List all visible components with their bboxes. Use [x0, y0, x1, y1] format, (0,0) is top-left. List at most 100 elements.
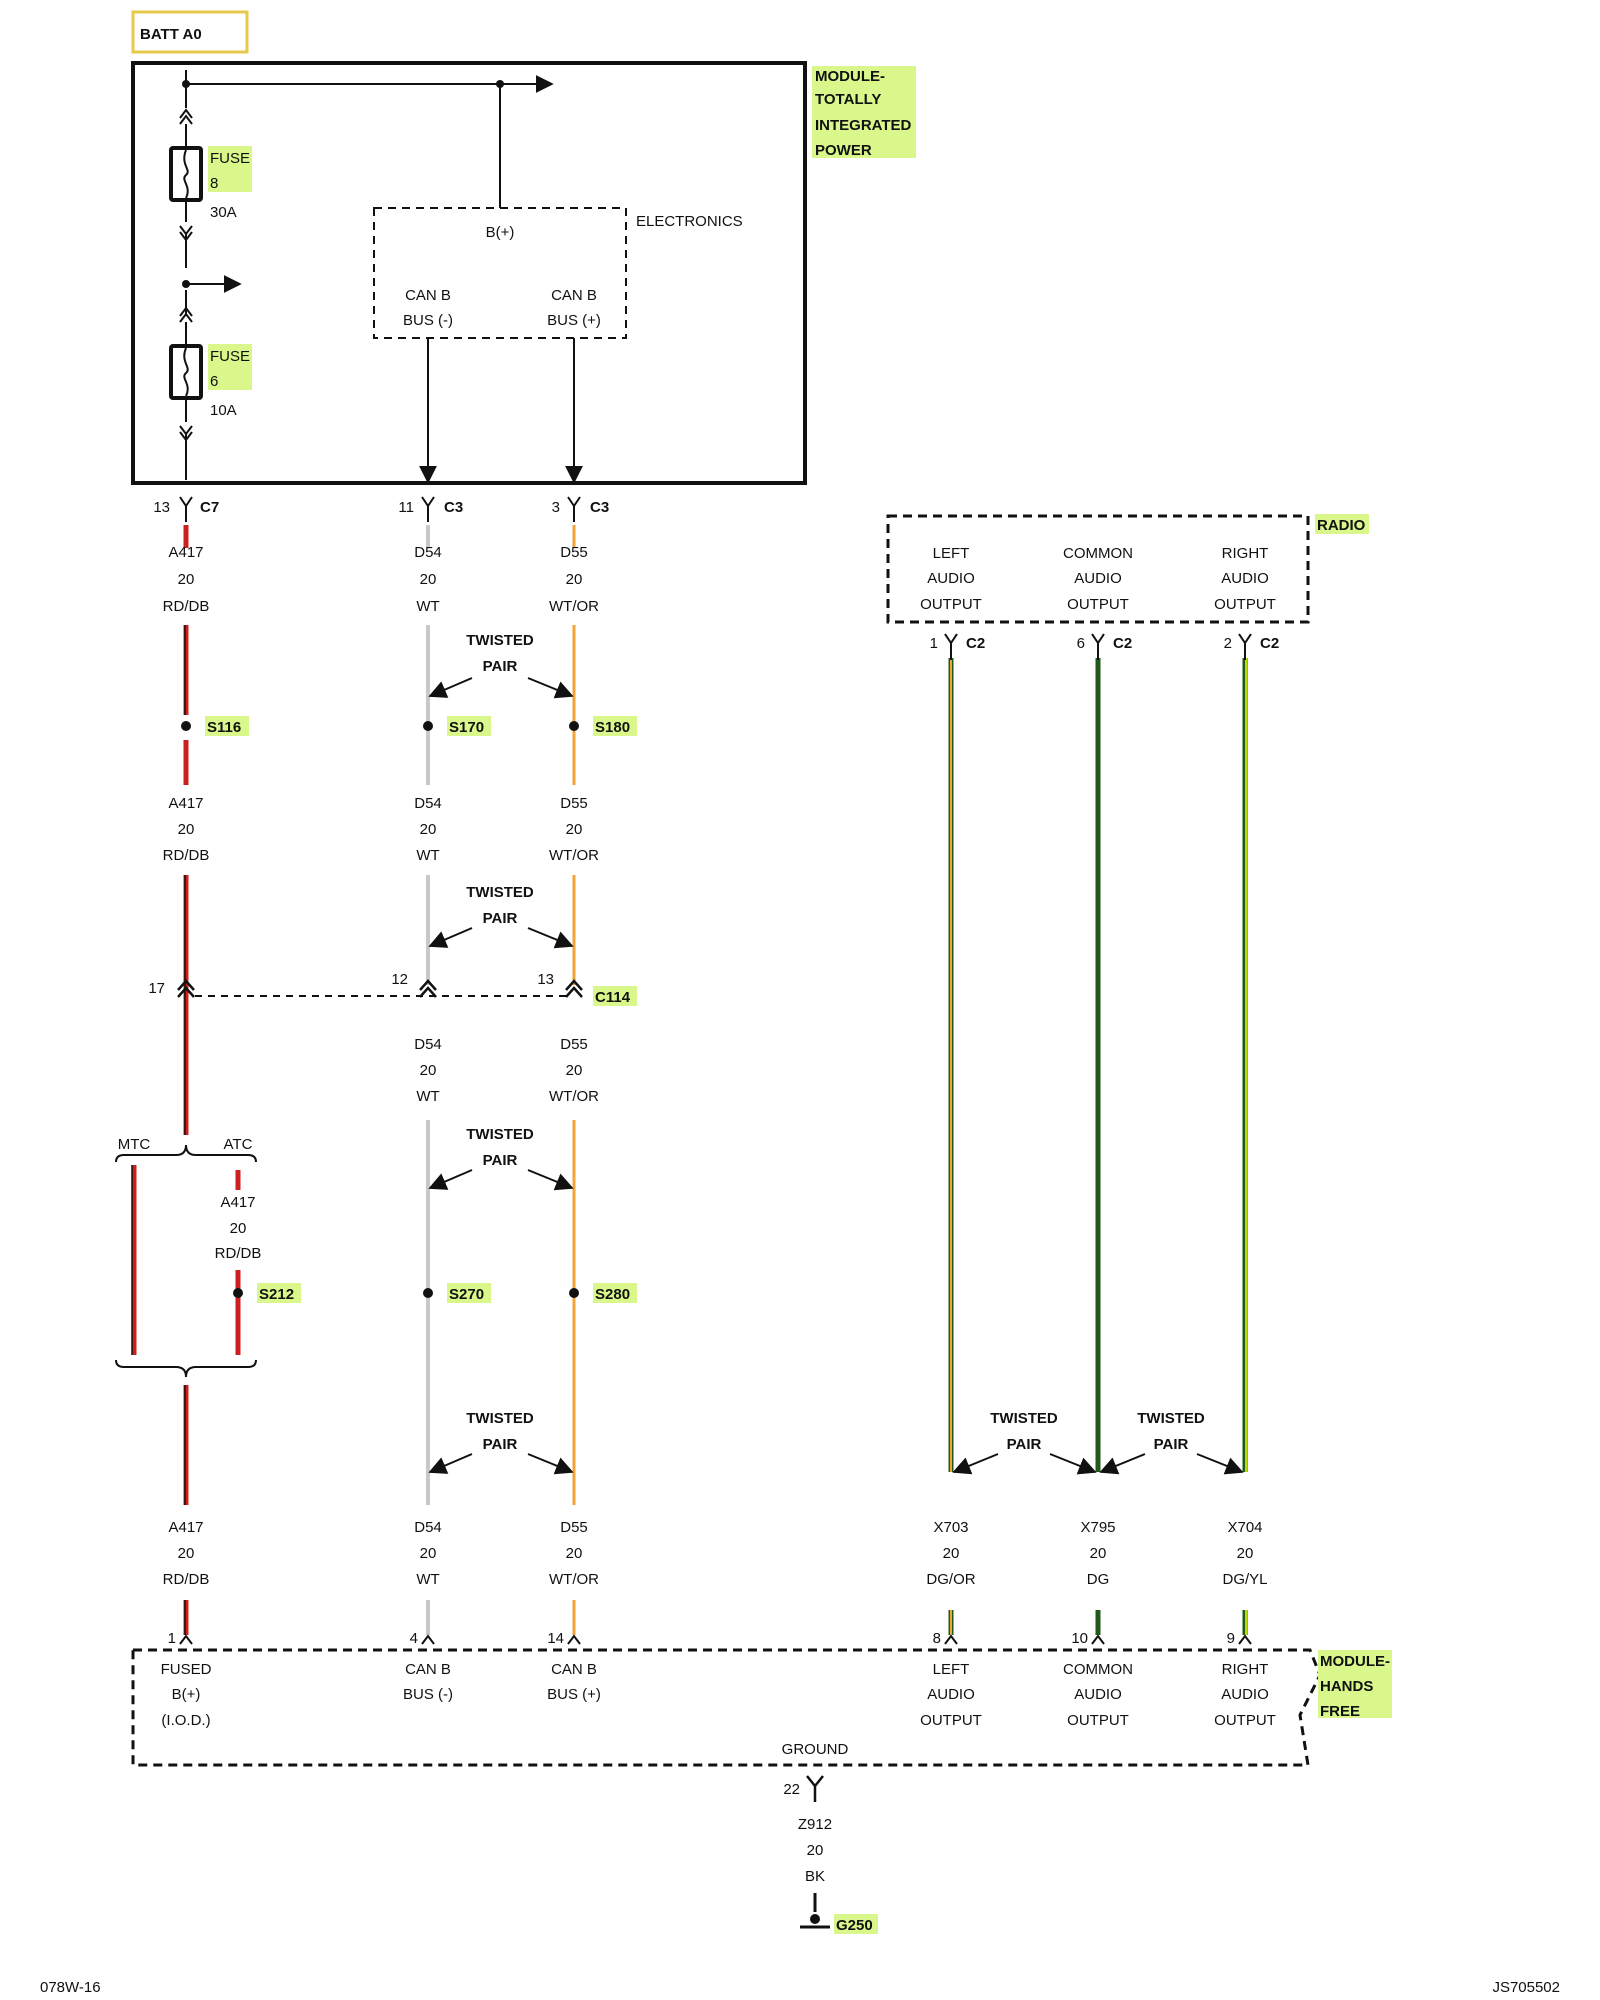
fuse-6-rating: 10A	[210, 402, 237, 419]
svg-text:AUDIO: AUDIO	[927, 1686, 975, 1703]
wire-label-d54-3: D54 20 WT	[414, 1036, 442, 1105]
svg-text:20: 20	[420, 1062, 437, 1079]
wire-label-d55-3: D55 20 WT/OR	[549, 1036, 599, 1105]
svg-text:WT/OR: WT/OR	[549, 1088, 599, 1105]
svg-text:D54: D54	[414, 1036, 442, 1053]
wire-label-a417-3: A417 20 RD/DB	[163, 1519, 210, 1588]
svg-text:RD/DB: RD/DB	[163, 1571, 210, 1588]
svg-text:B(+): B(+)	[172, 1686, 201, 1703]
svg-text:A417: A417	[168, 544, 203, 561]
svg-text:CAN B: CAN B	[551, 1661, 597, 1678]
svg-text:AUDIO: AUDIO	[1221, 570, 1269, 587]
svg-text:BK: BK	[805, 1868, 825, 1885]
option-bracket: MTC ATC	[115, 1136, 257, 1378]
svg-text:RIGHT: RIGHT	[1222, 1661, 1269, 1678]
svg-text:D54: D54	[414, 544, 442, 561]
canb-neg-line-2: BUS (-)	[403, 312, 453, 329]
svg-text:PAIR: PAIR	[1154, 1436, 1189, 1453]
svg-text:TWISTED: TWISTED	[1137, 1410, 1205, 1427]
wire-label-x704: X704 20 DG/YL	[1222, 1519, 1267, 1588]
svg-text:AUDIO: AUDIO	[1074, 570, 1122, 587]
electronics-label: ELECTRONICS	[636, 213, 743, 230]
pin-number: 2	[1224, 635, 1232, 652]
hfm-name-line-3: FREE	[1320, 1703, 1360, 1720]
svg-text:PAIR: PAIR	[483, 910, 518, 927]
twisted-pair-3: TWISTED PAIR	[428, 1126, 574, 1191]
wire-label-a417-atc: A417 20 RD/DB	[215, 1194, 262, 1262]
connector-id: C7	[200, 499, 219, 516]
svg-text:A417: A417	[168, 795, 203, 812]
twisted-pair-audio-1: TWISTED PAIR	[952, 1410, 1097, 1475]
svg-text:LEFT: LEFT	[933, 545, 970, 562]
pin-number: 11	[398, 499, 414, 516]
twisted-pair-2: TWISTED PAIR	[428, 884, 574, 949]
tipm-name-line-1: MODULE-	[815, 68, 885, 85]
connector-id: C3	[444, 499, 463, 516]
option-mtc: MTC	[118, 1136, 151, 1153]
wire-label-a417-1: A417 20 RD/DB	[163, 544, 210, 615]
svg-text:COMMON: COMMON	[1063, 545, 1133, 562]
fuse-8-label: FUSE	[210, 150, 250, 167]
hfm-name-line-2: HANDS	[1320, 1678, 1373, 1695]
connector-c114: 17 12 13 C114	[148, 971, 637, 1006]
svg-text:(I.O.D.): (I.O.D.)	[161, 1712, 210, 1729]
connector-id: C2	[1113, 635, 1132, 652]
tipm-connector-pins: 13 C7 11 C3 3 C3	[153, 499, 609, 516]
svg-text:AUDIO: AUDIO	[1074, 1686, 1122, 1703]
svg-text:S180: S180	[595, 719, 630, 736]
fuse-6-number: 6	[210, 373, 218, 390]
pin-number: 8	[933, 1630, 941, 1647]
svg-text:BUS (-): BUS (-)	[403, 1686, 453, 1703]
footer-right: JS705502	[1492, 1979, 1560, 1996]
svg-text:WT/OR: WT/OR	[549, 847, 599, 864]
svg-text:D55: D55	[560, 1519, 588, 1536]
svg-text:20: 20	[1237, 1545, 1254, 1562]
svg-text:20: 20	[178, 821, 195, 838]
tipm-module: MODULE- TOTALLY INTEGRATED POWER	[131, 61, 916, 485]
pin-number: 9	[1227, 1630, 1235, 1647]
svg-text:20: 20	[566, 821, 583, 838]
svg-text:TWISTED: TWISTED	[466, 1126, 534, 1143]
svg-text:20: 20	[420, 1545, 437, 1562]
pin-number: 22	[783, 1781, 800, 1798]
wire-label-x795: X795 20 DG	[1080, 1519, 1115, 1588]
tipm-electronics: ELECTRONICS B(+) CAN B BUS (-) CAN B BUS…	[373, 207, 743, 339]
svg-text:DG/OR: DG/OR	[926, 1571, 975, 1588]
svg-text:S212: S212	[259, 1286, 294, 1303]
svg-text:CAN B: CAN B	[405, 1661, 451, 1678]
wire-label-d55-4: D55 20 WT/OR	[549, 1519, 599, 1588]
wire-a417	[131, 525, 241, 1635]
svg-text:WT: WT	[416, 598, 439, 615]
svg-text:20: 20	[420, 821, 437, 838]
twisted-pair-1: TWISTED PAIR	[428, 632, 574, 699]
svg-text:PAIR: PAIR	[483, 658, 518, 675]
svg-text:WT: WT	[416, 1088, 439, 1105]
junction-dot	[182, 80, 190, 88]
pin-number: 13	[153, 499, 170, 516]
ground-circuit: 22 Z912 20 BK G250	[783, 1775, 878, 1934]
junction-dot	[496, 80, 504, 88]
tipm-name-line-4: POWER	[815, 142, 872, 159]
svg-text:PAIR: PAIR	[483, 1436, 518, 1453]
svg-text:COMMON: COMMON	[1063, 1661, 1133, 1678]
svg-text:TWISTED: TWISTED	[466, 1410, 534, 1427]
svg-text:20: 20	[566, 1545, 583, 1562]
svg-text:TWISTED: TWISTED	[466, 884, 534, 901]
svg-text:X703: X703	[933, 1519, 968, 1536]
svg-text:20: 20	[566, 1062, 583, 1079]
svg-text:20: 20	[1090, 1545, 1107, 1562]
splice-s270: S270	[423, 1283, 491, 1303]
svg-text:RD/DB: RD/DB	[163, 847, 210, 864]
tipm-name-line-3: INTEGRATED	[815, 117, 912, 134]
c114-pin: 13	[537, 971, 554, 988]
pin-number: 4	[410, 1630, 418, 1647]
svg-text:WT: WT	[416, 847, 439, 864]
connector-id: C2	[966, 635, 985, 652]
pin-number: 14	[547, 1630, 564, 1647]
fuse-8-rating: 30A	[210, 204, 237, 221]
svg-text:OUTPUT: OUTPUT	[920, 1712, 982, 1729]
battery-label: BATT A0	[140, 26, 202, 43]
svg-text:OUTPUT: OUTPUT	[920, 596, 982, 613]
svg-text:FUSED: FUSED	[161, 1661, 212, 1678]
